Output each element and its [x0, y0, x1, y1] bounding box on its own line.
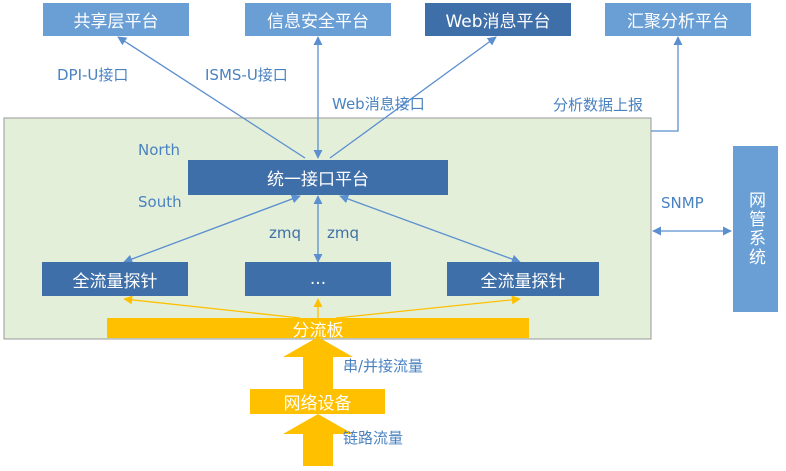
arrow-unified-probe-right	[339, 194, 521, 264]
block-arrow-lower	[283, 414, 353, 466]
arrow-splitter-probe-left	[123, 295, 301, 319]
web-message-interface-label: Web消息接口	[332, 95, 425, 113]
serial-parallel-flow-label: 串/并接流量	[343, 357, 424, 375]
north-label: North	[138, 141, 180, 159]
zmq-label-left: zmq	[269, 224, 302, 242]
splitter-board-box: 分流板	[107, 318, 529, 341]
arrow-shared-layer	[117, 36, 306, 159]
arrow-splitter-probe-right	[335, 295, 521, 319]
arrow-analysis-report	[651, 36, 683, 132]
zmq-label-right: zmq	[327, 224, 360, 242]
unified-interface-platform-box: 统一接口平台	[188, 160, 448, 195]
web-message-platform-box: Web消息平台	[425, 3, 571, 36]
dpi-u-interface-label: DPI-U接口	[57, 66, 129, 84]
info-security-platform-box: 信息安全平台	[245, 3, 391, 36]
snmp-label: SNMP	[661, 194, 704, 212]
arrow-unified-probe-left	[123, 194, 301, 264]
network-management-system-box: 网管系统	[733, 146, 778, 312]
link-flow-label: 链路流量	[343, 429, 404, 447]
block-arrow-upper	[283, 337, 353, 389]
system-panel	[3, 117, 652, 340]
south-label: South	[138, 193, 182, 211]
isms-u-interface-label: ISMS-U接口	[205, 66, 288, 84]
probe-box-middle: ...	[245, 262, 391, 296]
probe-box-right: 全流量探针	[447, 262, 599, 296]
analysis-report-label: 分析数据上报	[553, 96, 644, 114]
network-device-box: 网络设备	[250, 389, 385, 414]
aggregation-analysis-platform-box: 汇聚分析平台	[605, 3, 751, 36]
shared-layer-platform-box: 共享层平台	[43, 3, 189, 36]
probe-box-left: 全流量探针	[42, 262, 188, 296]
arrow-web-message	[329, 36, 497, 159]
